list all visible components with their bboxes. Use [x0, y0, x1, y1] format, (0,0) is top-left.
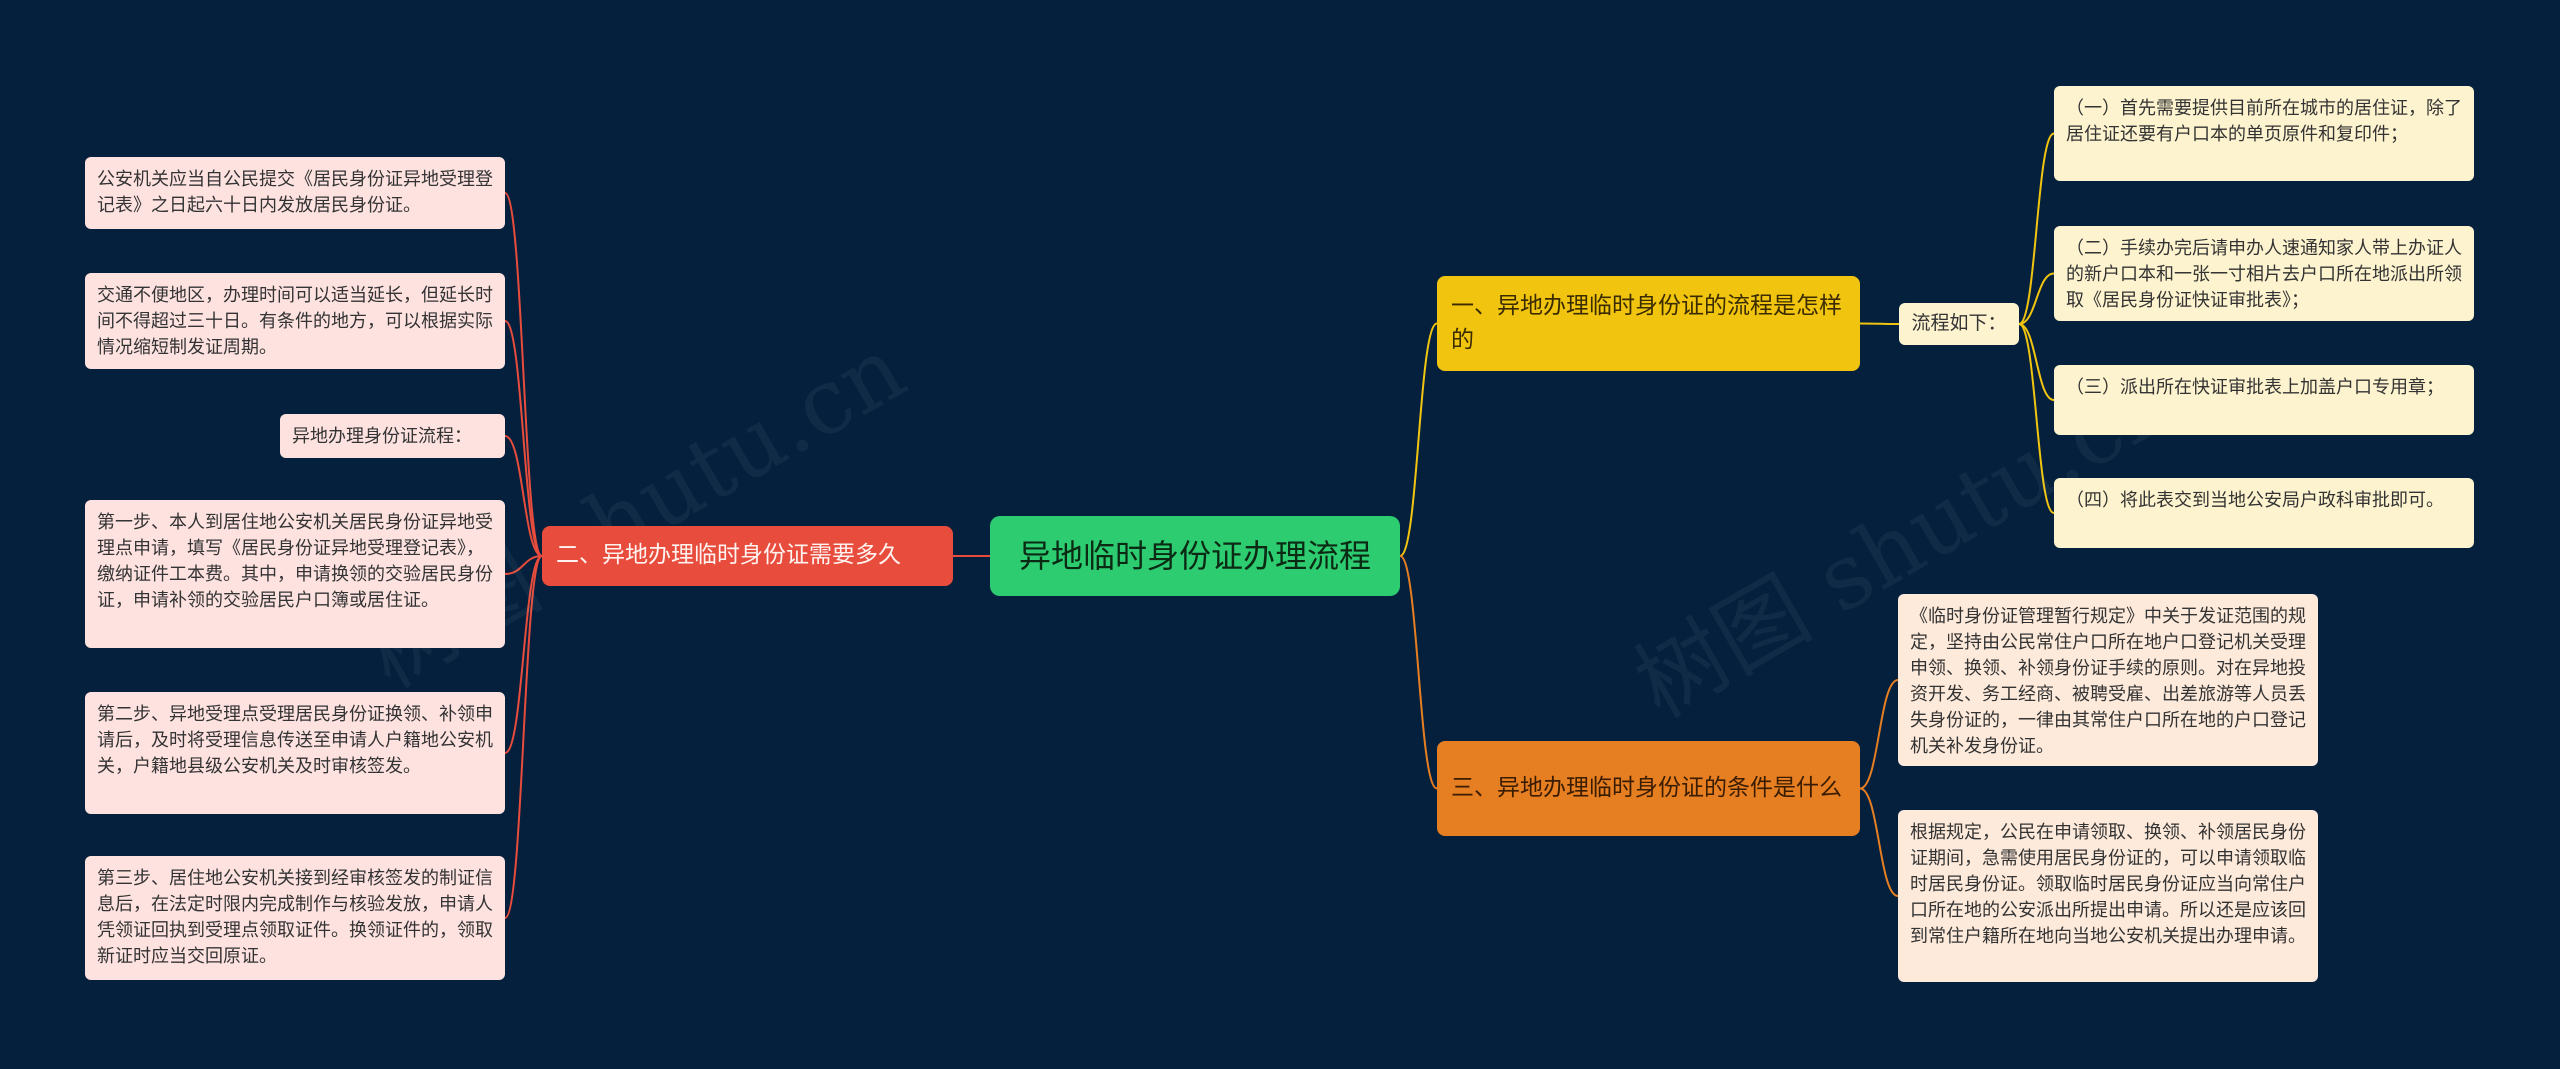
duration-note-1[interactable]: 公安机关应当自公民提交《居民身份证异地受理登记表》之日起六十日内发放居民身份证。	[85, 157, 505, 229]
root-topic[interactable]: 异地临时身份证办理流程	[990, 516, 1400, 596]
process-step-2[interactable]: （二）手续办完后请申办人速通知家人带上办证人的新户口本和一张一寸相片去户口所在地…	[2054, 226, 2474, 321]
link-process-subtopic	[1859, 322, 1900, 325]
link-process-step-3	[2018, 323, 2055, 401]
link-duration-step-3	[504, 555, 543, 919]
duration-step-1[interactable]: 第一步、本人到居住地公安机关居民身份证异地受理点申请，填写《居民身份证异地受理登…	[85, 500, 505, 648]
branch-conditions[interactable]: 三、异地办理临时身份证的条件是什么	[1437, 741, 1860, 836]
link-duration-note-3	[504, 435, 543, 557]
process-step-4[interactable]: （四）将此表交到当地公安局户政科审批即可。	[2054, 478, 2474, 548]
duration-note-2[interactable]: 交通不便地区，办理时间可以适当延长，但延长时间不得超过三十日。有条件的地方，可以…	[85, 273, 505, 369]
link-process-step-1	[2018, 132, 2055, 325]
link-duration-step-2	[504, 555, 543, 754]
condition-note-2[interactable]: 根据规定，公民在申请领取、换领、补领居民身份证期间，急需使用居民身份证的，可以申…	[1898, 810, 2318, 982]
duration-step-2[interactable]: 第二步、异地受理点受理居民身份证换领、补领申请后，及时将受理信息传送至申请人户籍…	[85, 692, 505, 814]
process-subtopic[interactable]: 流程如下：	[1899, 303, 2019, 345]
link-root-process	[1399, 322, 1438, 557]
process-step-1[interactable]: （一）首先需要提供目前所在城市的居住证，除了居住证还要有户口本的单页原件和复印件…	[2054, 86, 2474, 181]
link-condition-note-1	[1859, 679, 1899, 790]
condition-note-1[interactable]: 《临时身份证管理暂行规定》中关于发证范围的规定，坚持由公民常住户口所在地户口登记…	[1898, 594, 2318, 766]
process-step-3[interactable]: （三）派出所在快证审批表上加盖户口专用章；	[2054, 365, 2474, 435]
branch-duration[interactable]: 二、异地办理临时身份证需要多久	[542, 526, 953, 586]
duration-step-3[interactable]: 第三步、居住地公安机关接到经审核签发的制证信息后，在法定时限内完成制作与核验发放…	[85, 856, 505, 980]
link-root-conditions	[1399, 555, 1438, 790]
link-duration-step-1	[504, 555, 543, 575]
duration-note-3[interactable]: 异地办理身份证流程：	[280, 414, 505, 458]
link-duration-note-2	[504, 320, 543, 557]
link-process-step-4	[2018, 323, 2055, 514]
link-duration-note-1	[504, 192, 543, 557]
link-process-step-2	[2018, 272, 2055, 325]
link-condition-note-2	[1859, 787, 1899, 897]
branch-process[interactable]: 一、异地办理临时身份证的流程是怎样的	[1437, 276, 1860, 371]
